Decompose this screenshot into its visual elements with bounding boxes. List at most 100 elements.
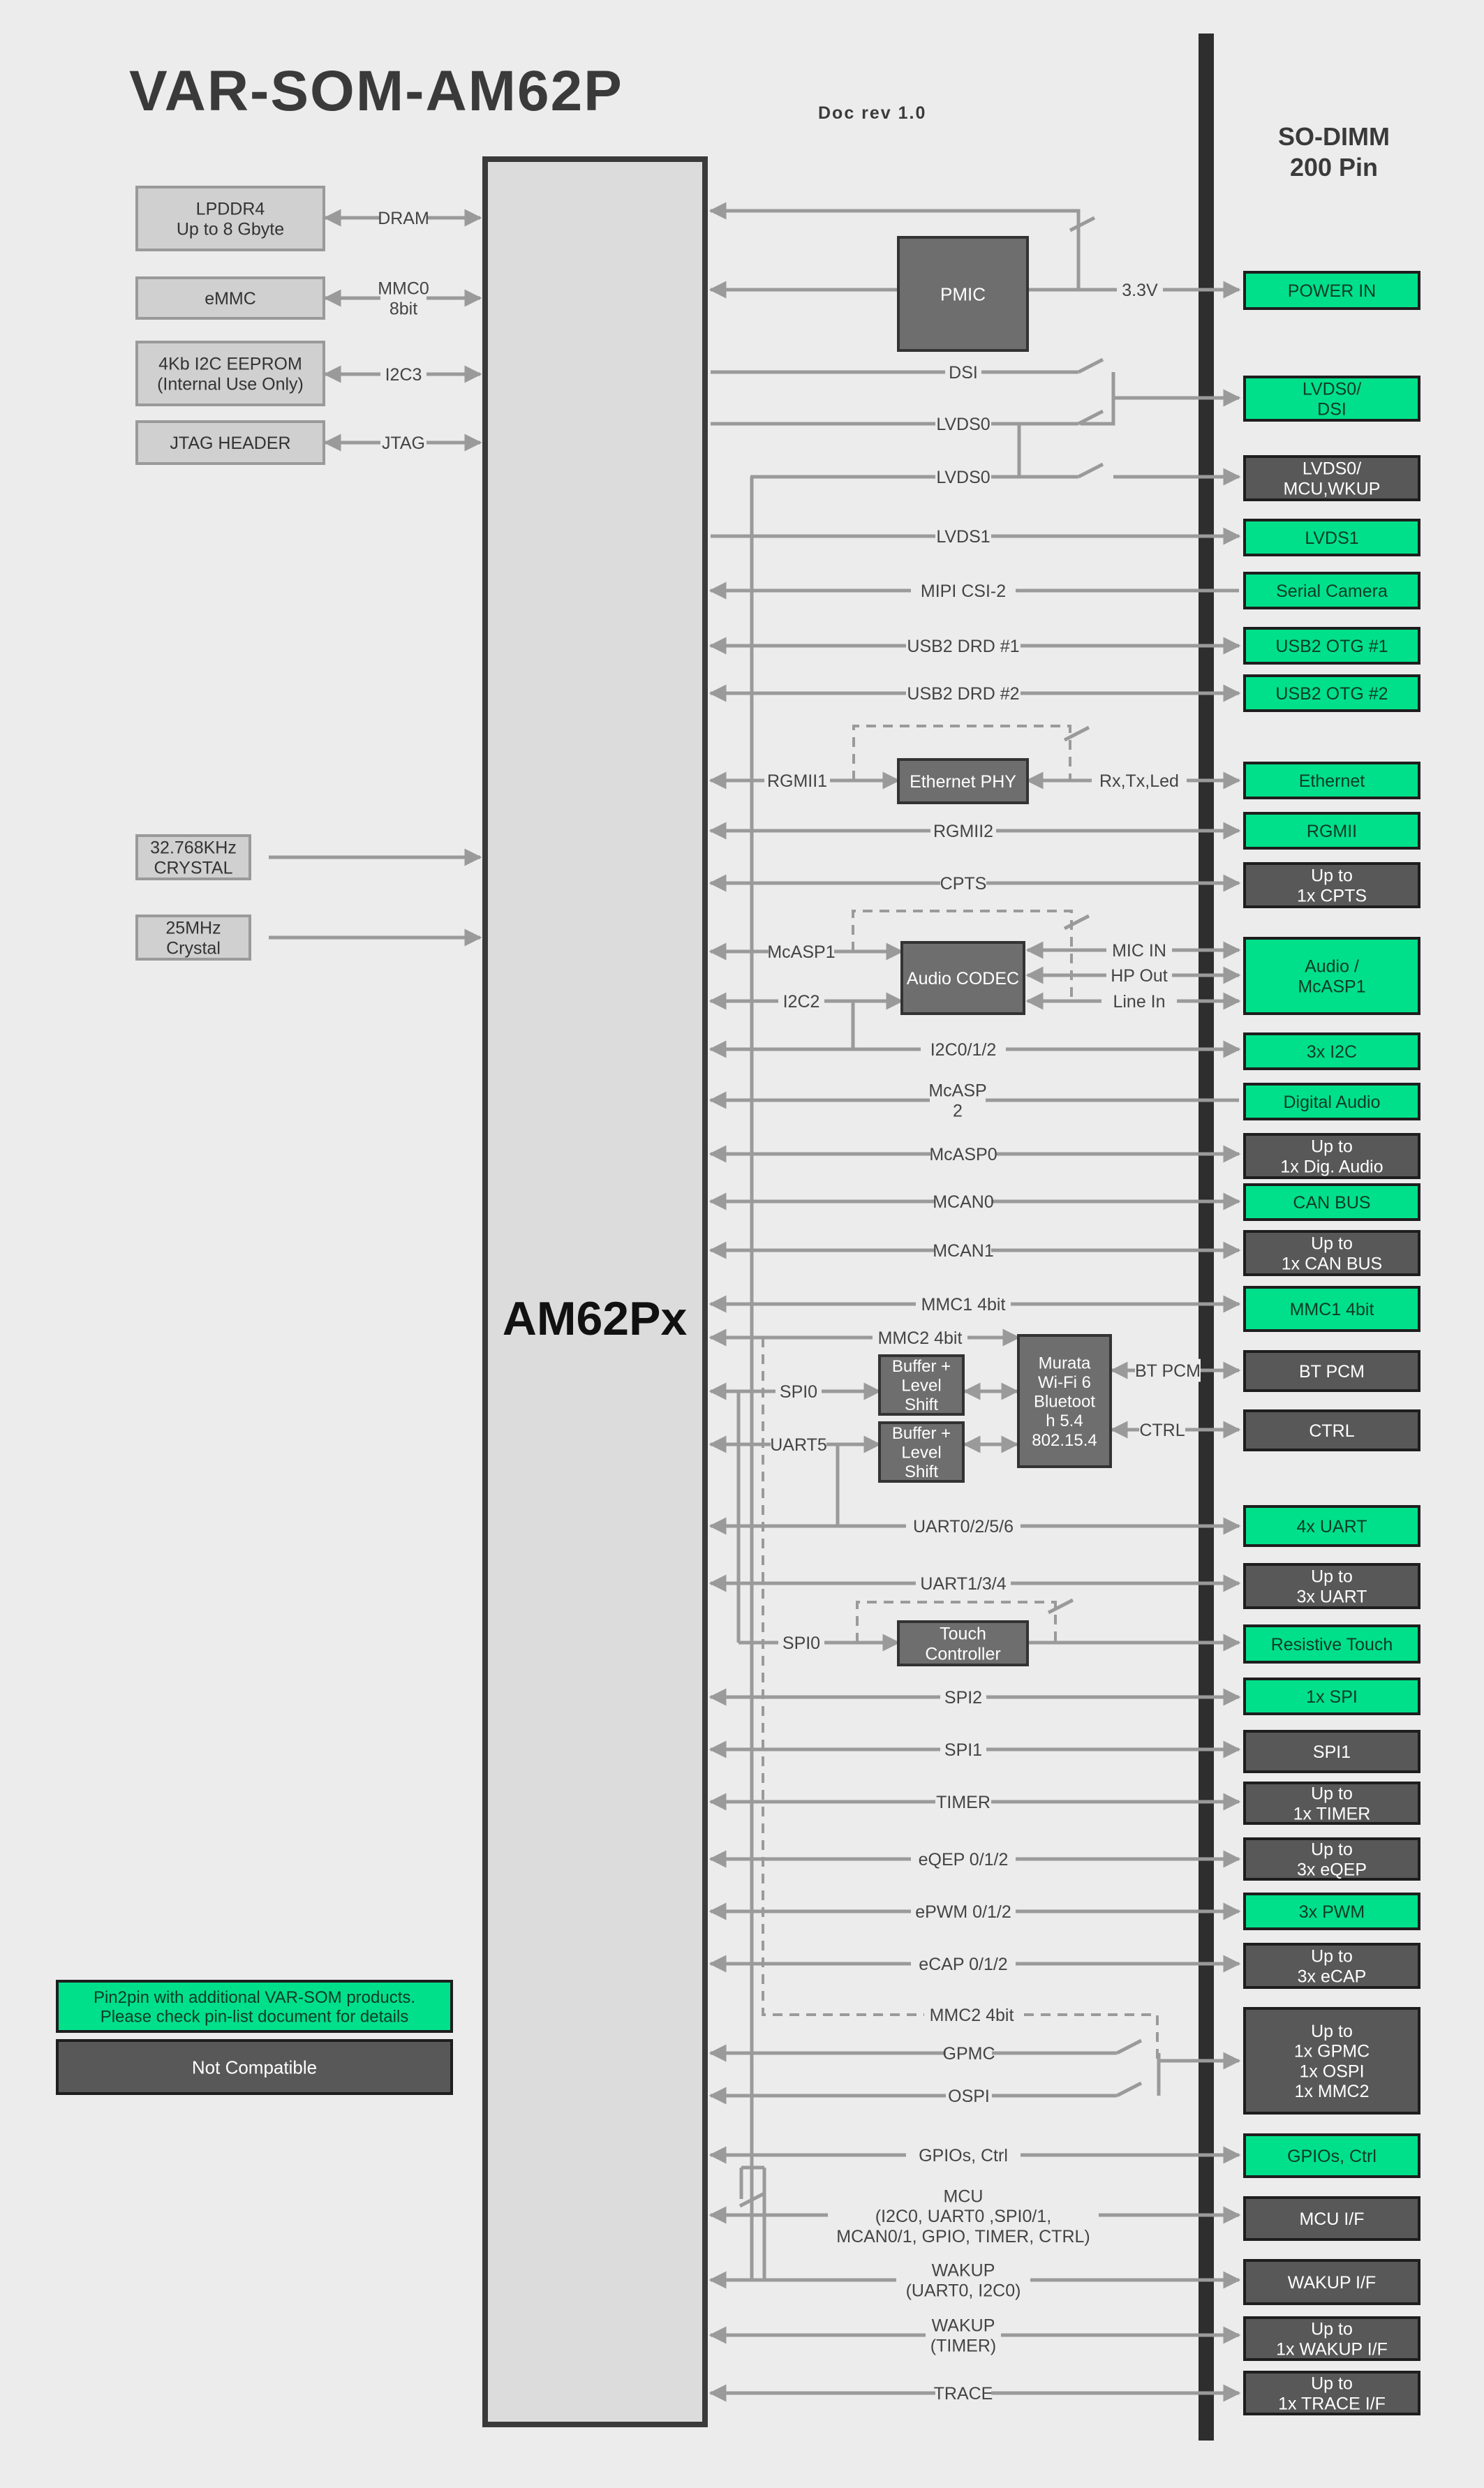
connector-8-label: Ethernet [1299, 771, 1365, 791]
label-mcasp1-bg [769, 940, 834, 963]
connector-29-label: 1x GPMC [1294, 2042, 1370, 2061]
connector-14-label: 1x Dig. Audio [1280, 1157, 1383, 1176]
connector-22: Resistive Touch [1243, 1624, 1420, 1664]
label-dsi-bg [945, 360, 981, 384]
label-usb1-line: USB2 DRD #1 [907, 637, 1019, 656]
label-rxtx-line: Rx,Tx,Led [1099, 771, 1179, 791]
left-link-ljtag-bg [380, 431, 426, 454]
label-trace-bg [935, 2381, 991, 2405]
connector-25-rect [1243, 1782, 1420, 1825]
label-timer: TIMER [935, 1790, 991, 1814]
label-mcasp0: McASP0 [929, 1142, 997, 1166]
left-block-lxtal2-label: Crystal [166, 938, 221, 958]
connector-20-label: 4x UART [1297, 1517, 1367, 1537]
label-spi2-bg [940, 1685, 986, 1709]
label-rxtx-bg [1092, 769, 1187, 792]
connector-11-rect [1243, 937, 1420, 1015]
pmic-chip-rect [897, 236, 1029, 352]
connector-21-label: Up to [1311, 1567, 1353, 1587]
left-link-leeprom: I2C3 [380, 362, 426, 386]
buffer-level-shift-2-label: Shift [905, 1463, 938, 1481]
label-gpios: GPIOs, Ctrl [906, 2143, 1021, 2167]
touch-controller-chip-label: Controller [925, 1644, 1000, 1664]
connector-6-rect [1243, 627, 1420, 665]
connector-25-label: 1x TIMER [1293, 1804, 1371, 1823]
label-i2c012: I2C0/1/2 [921, 1037, 1006, 1061]
label-wakup2: WAKUP(TIMER) [926, 2313, 1001, 2357]
label-ospi-bg [946, 2084, 992, 2108]
connector-28-rect [1243, 1943, 1420, 1989]
buffer-level-shift-2-label: Level [901, 1444, 941, 1463]
label-lvds1: LVDS1 [935, 524, 991, 548]
pmic-chip: PMIC [897, 236, 1029, 352]
label-rgmii2: RGMII2 [930, 819, 996, 843]
connector-16-rect [1243, 1230, 1420, 1276]
connector-33-label: Up to [1311, 2320, 1353, 2339]
connector-24-label: SPI1 [1313, 1742, 1351, 1762]
connector-28-label: 3x eCAP [1298, 1967, 1367, 1986]
label-mcasp0-bg [930, 1142, 996, 1166]
label-mmc2b-bg [924, 2003, 1019, 2027]
label-lvds0-a: LVDS0 [935, 412, 991, 436]
left-link-leeprom-line: I2C3 [385, 365, 422, 385]
connector-11-label: McASP1 [1298, 977, 1365, 996]
connector-6: USB2 OTG #1 [1243, 627, 1420, 665]
label-mic-bg [1106, 938, 1172, 962]
left-link-leeprom-bg [380, 362, 426, 386]
left-link-lemmc-line: MMC0 [378, 279, 429, 299]
label-uart0256: UART0/2/5/6 [906, 1514, 1021, 1538]
connector-18-rect [1243, 1350, 1420, 1392]
audio-codec-chip-label: Audio CODEC [907, 969, 1019, 988]
connector-12-rect [1243, 1032, 1420, 1070]
connector-5-label: Serial Camera [1276, 582, 1388, 601]
sodimm-label-line1: SO-DIMM [1278, 122, 1390, 151]
label-ctrl-bg [1139, 1418, 1185, 1442]
label-usb2: USB2 DRD #2 [906, 681, 1021, 705]
label-uart5-bg [771, 1432, 826, 1456]
label-lvds0-a-bg [935, 412, 991, 436]
label-trace: TRACE [934, 2381, 993, 2405]
connector-23-rect [1243, 1678, 1420, 1715]
buffer-level-shift-1-label: Level [901, 1377, 941, 1395]
label-mipi: MIPI CSI-2 [911, 579, 1016, 602]
label-mmc2b: MMC2 4bit [924, 2003, 1019, 2027]
label-mcan1: MCAN1 [933, 1238, 994, 1262]
label-trace-line: TRACE [934, 2384, 993, 2404]
legend-not-compatible-rect [56, 2039, 453, 2095]
label-uart0256-line: UART0/2/5/6 [913, 1517, 1014, 1537]
label-uart134: UART1/3/4 [916, 1571, 1011, 1595]
connector-2-rect [1243, 376, 1420, 422]
label-timer-bg [935, 1790, 991, 1814]
connector-8: Ethernet [1243, 762, 1420, 799]
label-lvds0-b-line: LVDS0 [936, 468, 990, 487]
connector-8-rect [1243, 762, 1420, 799]
connector-29-label: 1x MMC2 [1295, 2082, 1370, 2101]
label-rgmii1-bg [764, 769, 830, 792]
label-btpcm-bg [1135, 1358, 1201, 1382]
label-spi2-line: SPI2 [944, 1688, 982, 1708]
connector-26-rect [1243, 1837, 1420, 1881]
label-spi0b-line: SPI0 [782, 1634, 820, 1653]
label-uart134-line: UART1/3/4 [920, 1574, 1006, 1594]
connector-6-label: USB2 OTG #1 [1275, 637, 1388, 656]
left-block-lemmc-label: eMMC [205, 289, 256, 309]
murata-wifi-bt-chip-rect [1017, 1334, 1112, 1468]
label-mcu-bg [828, 2184, 1099, 2248]
label-spi0a: SPI0 [776, 1379, 822, 1403]
buffer-level-shift-2-label: Buffer + [892, 1424, 951, 1443]
left-link-ldram-bg [380, 206, 426, 230]
connector-7-label: USB2 OTG #2 [1275, 684, 1388, 704]
label-wakup1-line: (UART0, I2C0) [906, 2281, 1021, 2300]
label-gpios-line: GPIOs, Ctrl [919, 2146, 1008, 2165]
legend-compatible: Pin2pin with additional VAR-SOM products… [56, 1980, 453, 2033]
label-gpmc: GPMC [943, 2041, 995, 2065]
wire-pmic-feedback [708, 202, 1081, 290]
connector-31-rect [1243, 2196, 1420, 2241]
connector-11-label: Audio / [1305, 957, 1359, 977]
label-rxtx: Rx,Tx,Led [1092, 769, 1187, 792]
